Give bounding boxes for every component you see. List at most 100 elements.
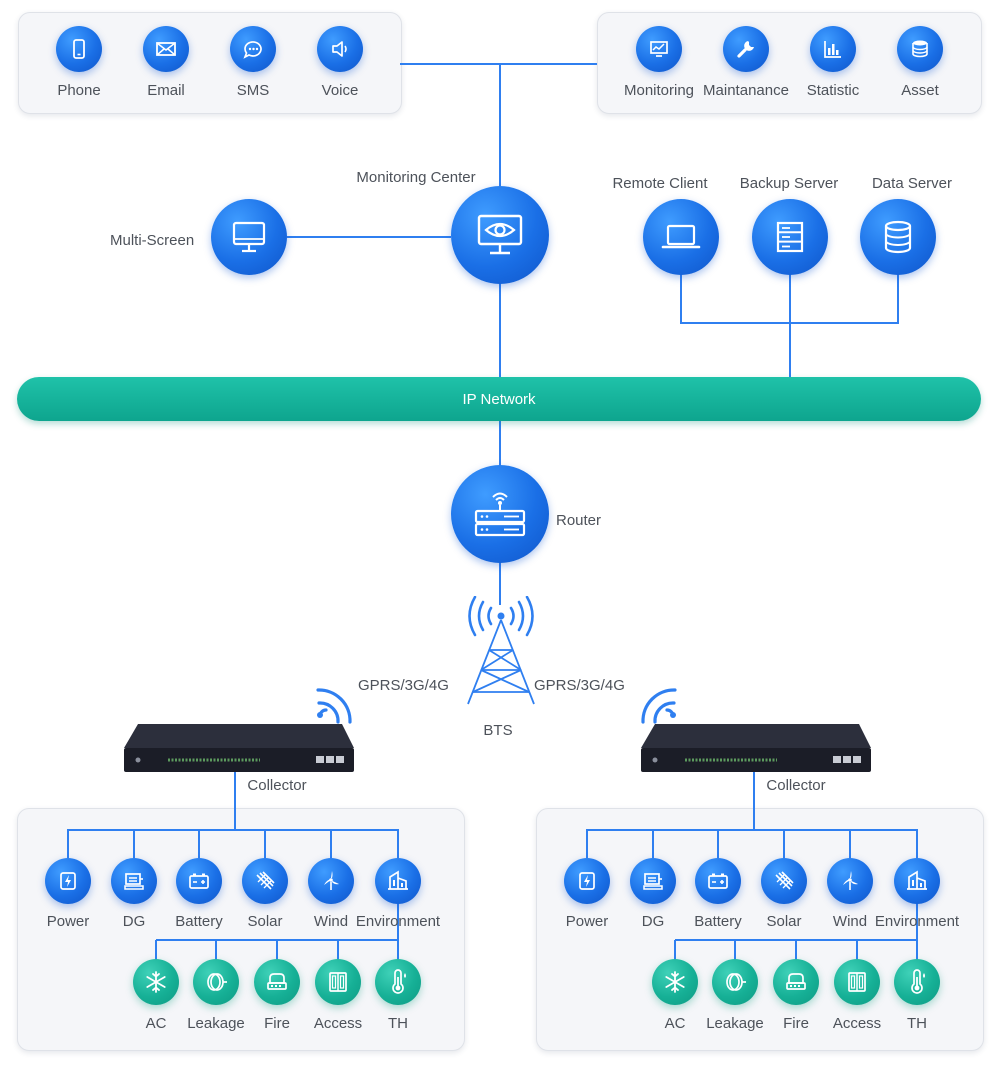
server-rack-icon (776, 221, 804, 253)
left-battery-label: Battery (175, 913, 223, 930)
left-solar-node[interactable] (242, 858, 288, 904)
tower-signal-icon (468, 596, 534, 637)
left-th-node[interactable] (375, 959, 421, 1005)
router-icon (474, 492, 526, 537)
right-power-label: Power (565, 913, 609, 930)
data-server-node[interactable] (860, 199, 936, 275)
router-node[interactable] (451, 465, 549, 563)
data-server-label: Data Server (871, 175, 953, 192)
database-icon (884, 220, 912, 254)
coins-icon (912, 40, 928, 58)
left-wind-node[interactable] (308, 858, 354, 904)
building-icon (907, 870, 927, 890)
right-battery-label: Battery (694, 913, 742, 930)
email-label: Email (147, 82, 185, 99)
statistic-node[interactable] (810, 26, 856, 72)
smoke-detector-icon (786, 973, 806, 990)
door-access-icon (848, 972, 866, 992)
voice-node[interactable] (317, 26, 363, 72)
phone-label: Phone (57, 82, 101, 99)
left-access-node[interactable] (315, 959, 361, 1005)
left-battery-node[interactable] (176, 858, 222, 904)
left-power-label: Power (46, 913, 90, 930)
battery-icon (708, 873, 728, 889)
monitoring-node[interactable] (636, 26, 682, 72)
backup-server-label: Backup Server (739, 175, 839, 192)
right-solar-node[interactable] (761, 858, 807, 904)
site-panel-right (536, 808, 984, 1051)
multi-screen-node[interactable] (211, 199, 287, 275)
right-wind-node[interactable] (827, 858, 873, 904)
laptop-icon (661, 224, 701, 249)
gprs-label-right: GPRS/3G/4G (534, 677, 625, 694)
right-leakage-label: Leakage (706, 1015, 764, 1032)
eye-monitor-icon (477, 214, 523, 255)
maintenance-label: Maintanance (703, 82, 789, 99)
thermometer-icon (392, 969, 406, 994)
power-icon (60, 872, 76, 890)
solar-panel-icon (775, 871, 794, 890)
email-node[interactable] (143, 26, 189, 72)
right-fire-node[interactable] (773, 959, 819, 1005)
left-ac-node[interactable] (133, 959, 179, 1005)
generator-icon (643, 873, 663, 890)
asset-label: Asset (901, 82, 939, 99)
left-wind-label: Wind (313, 913, 349, 930)
left-ac-label: AC (145, 1015, 167, 1032)
right-access-node[interactable] (834, 959, 880, 1005)
left-access-label: Access (313, 1015, 363, 1032)
left-fire-node[interactable] (254, 959, 300, 1005)
site-panel-left (17, 808, 465, 1051)
left-solar-label: Solar (247, 913, 283, 930)
left-dg-label: DG (122, 913, 146, 930)
asset-node[interactable] (897, 26, 943, 72)
backup-server-node[interactable] (752, 199, 828, 275)
left-leakage-node[interactable] (193, 959, 239, 1005)
right-leakage-node[interactable] (712, 959, 758, 1005)
gprs-label-left: GPRS/3G/4G (358, 677, 449, 694)
right-fire-label: Fire (783, 1015, 809, 1032)
left-power-node[interactable] (45, 858, 91, 904)
right-environment-node[interactable] (894, 858, 940, 904)
multi-screen-label: Multi-Screen (110, 232, 195, 249)
bts-label: BTS (483, 722, 513, 739)
right-ac-node[interactable] (652, 959, 698, 1005)
right-battery-node[interactable] (695, 858, 741, 904)
voice-label: Voice (321, 82, 359, 99)
left-dg-node[interactable] (111, 858, 157, 904)
ip-network-bar: IP Network (17, 377, 981, 421)
left-environment-node[interactable] (375, 858, 421, 904)
remote-client-node[interactable] (643, 199, 719, 275)
right-power-node[interactable] (564, 858, 610, 904)
monitoring-center-node[interactable] (451, 186, 549, 284)
wifi-signal-icon (641, 688, 677, 724)
right-ac-label: AC (664, 1015, 686, 1032)
left-environment-label: Environment (355, 913, 441, 930)
wind-turbine-icon (843, 871, 858, 890)
right-solar-label: Solar (766, 913, 802, 930)
water-leak-cable-icon (207, 973, 227, 991)
water-leak-cable-icon (726, 973, 746, 991)
phone-icon (73, 39, 85, 59)
left-fire-label: Fire (264, 1015, 290, 1032)
monitoring-center-label: Monitoring Center (356, 169, 476, 186)
smoke-detector-icon (267, 973, 287, 990)
statistic-label: Statistic (806, 82, 860, 99)
bar-chart-icon (824, 41, 841, 58)
building-icon (388, 870, 408, 890)
remote-client-label: Remote Client (612, 175, 708, 192)
router-label: Router (556, 512, 602, 529)
right-dg-node[interactable] (630, 858, 676, 904)
phone-node[interactable] (56, 26, 102, 72)
monitoring-label: Monitoring (623, 82, 695, 99)
right-th-node[interactable] (894, 959, 940, 1005)
email-icon (156, 42, 176, 56)
collector-label-right: Collector (766, 777, 826, 794)
snowflake-icon (665, 971, 685, 993)
maintenance-node[interactable] (723, 26, 769, 72)
sms-node[interactable] (230, 26, 276, 72)
collector-device-right (641, 688, 871, 772)
desktop-monitor-icon (232, 221, 266, 253)
ip-network-label: IP Network (462, 390, 536, 408)
